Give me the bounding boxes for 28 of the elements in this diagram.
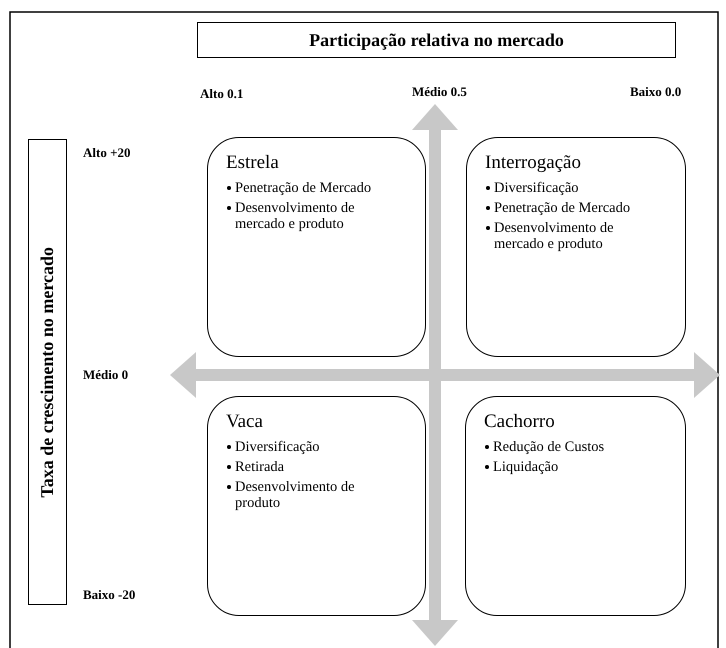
axis-title-box: [28, 139, 67, 605]
quadrant-box: [466, 137, 686, 357]
bullet-item: Desenvolvimento de produto: [235, 479, 356, 511]
bullet-item: Diversificação: [235, 439, 321, 455]
scale-label: Médio 0: [83, 367, 128, 383]
scale-label: Médio 0.5: [412, 84, 467, 100]
quadrant-title: Vaca: [226, 411, 263, 433]
axis-title: Participação relativa no mercado: [309, 30, 564, 50]
bullet-item: Liquidação: [493, 459, 560, 475]
axis-title: Taxa de crescimento no mercado: [37, 246, 58, 498]
bullet-item: Penetração de Mercado: [494, 200, 632, 216]
bullet-item: Redução de Custos: [493, 439, 606, 455]
quadrant-title: Estrela: [226, 152, 279, 174]
bullet-item: Desenvolvimento de mercado e produto: [235, 200, 356, 232]
quadrant-title: Cachorro: [484, 411, 555, 433]
bullet-item: Desenvolvimento de mercado e produto: [494, 220, 615, 252]
quadrant-title: Interrogação: [485, 152, 581, 174]
quadrant-box: [207, 396, 426, 616]
bullet-item: Retirada: [235, 459, 286, 475]
bullet-item: Penetração de Mercado: [235, 180, 372, 196]
scale-label: Alto 0.1: [200, 86, 244, 102]
bullet-item: Diversificação: [494, 180, 580, 196]
axis-title-box: [197, 22, 676, 58]
quadrant-box: [207, 137, 426, 357]
scale-label: Baixo -20: [83, 587, 136, 603]
scale-label: Baixo 0.0: [630, 84, 682, 100]
quadrant-box: [465, 396, 686, 616]
scale-label: Alto +20: [83, 145, 130, 161]
